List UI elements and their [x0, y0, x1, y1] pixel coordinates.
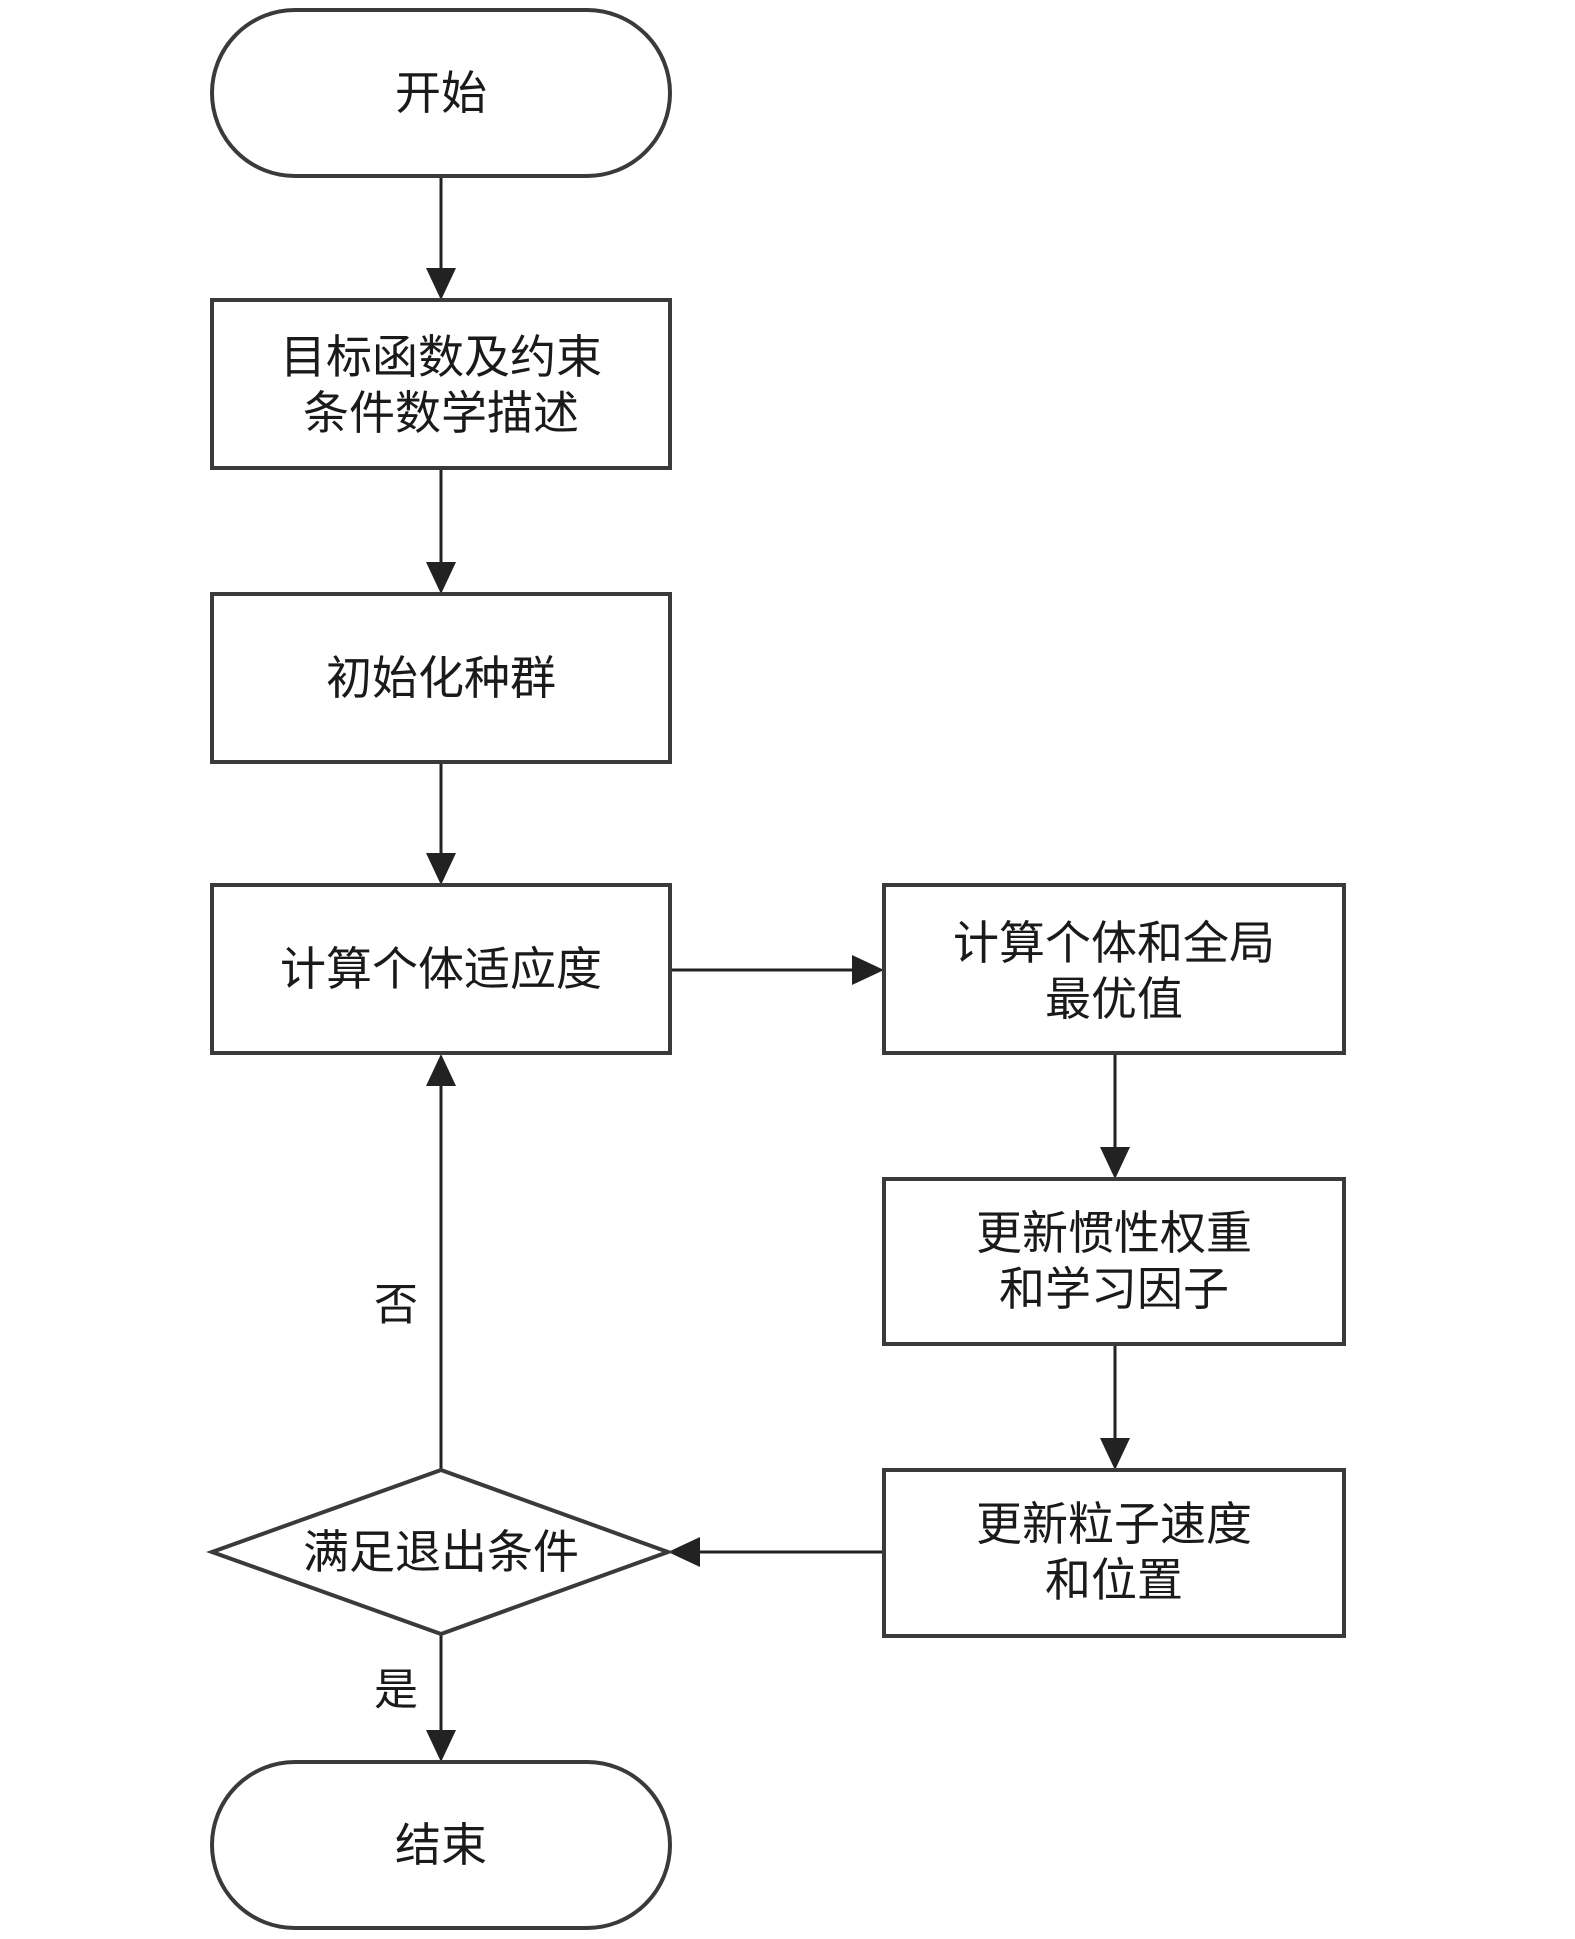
edge-fitness-to-best	[670, 955, 884, 985]
edge-objective-to-init	[426, 470, 456, 594]
node-decision-label: 满足退出条件	[303, 1525, 579, 1579]
node-objective-label-line1: 目标函数及约束	[280, 330, 602, 384]
node-objective-label-line2: 条件数学描述	[303, 386, 579, 440]
node-start: 开始	[210, 8, 672, 178]
node-update-weights-label-line1: 更新惯性权重	[976, 1206, 1252, 1260]
node-init: 初始化种群	[210, 592, 672, 764]
node-objective: 目标函数及约束 条件数学描述	[210, 298, 672, 470]
node-update-particles-label-line1: 更新粒子速度	[976, 1497, 1252, 1551]
node-fitness: 计算个体适应度	[210, 883, 672, 1055]
node-best-label-line2: 最优值	[1045, 972, 1183, 1026]
node-update-weights: 更新惯性权重 和学习因子	[882, 1177, 1346, 1346]
node-init-label: 初始化种群	[326, 651, 556, 705]
edge-label-no: 否	[374, 1280, 418, 1331]
edge-decision-to-end-yes	[426, 1634, 456, 1762]
node-end: 结束	[210, 1760, 672, 1930]
edge-decision-to-fitness-no	[426, 1054, 456, 1470]
node-update-particles-label-line2: 和位置	[1045, 1553, 1183, 1607]
node-fitness-label: 计算个体适应度	[280, 942, 602, 996]
node-update-weights-label-line2: 和学习因子	[999, 1262, 1229, 1316]
edge-start-to-objective	[426, 178, 456, 300]
node-decision: 满足退出条件	[206, 1467, 674, 1637]
edge-init-to-fitness	[426, 763, 456, 885]
node-start-label: 开始	[395, 66, 487, 120]
edge-update-weights-to-update-particles	[1100, 1345, 1130, 1470]
edge-best-to-update-weights	[1100, 1054, 1130, 1179]
node-best: 计算个体和全局 最优值	[882, 883, 1346, 1055]
edge-update-particles-to-decision	[668, 1537, 884, 1567]
node-update-particles: 更新粒子速度 和位置	[882, 1468, 1346, 1638]
node-end-label: 结束	[395, 1818, 487, 1872]
node-best-label-line1: 计算个体和全局	[953, 916, 1275, 970]
edge-label-yes: 是	[374, 1665, 418, 1716]
